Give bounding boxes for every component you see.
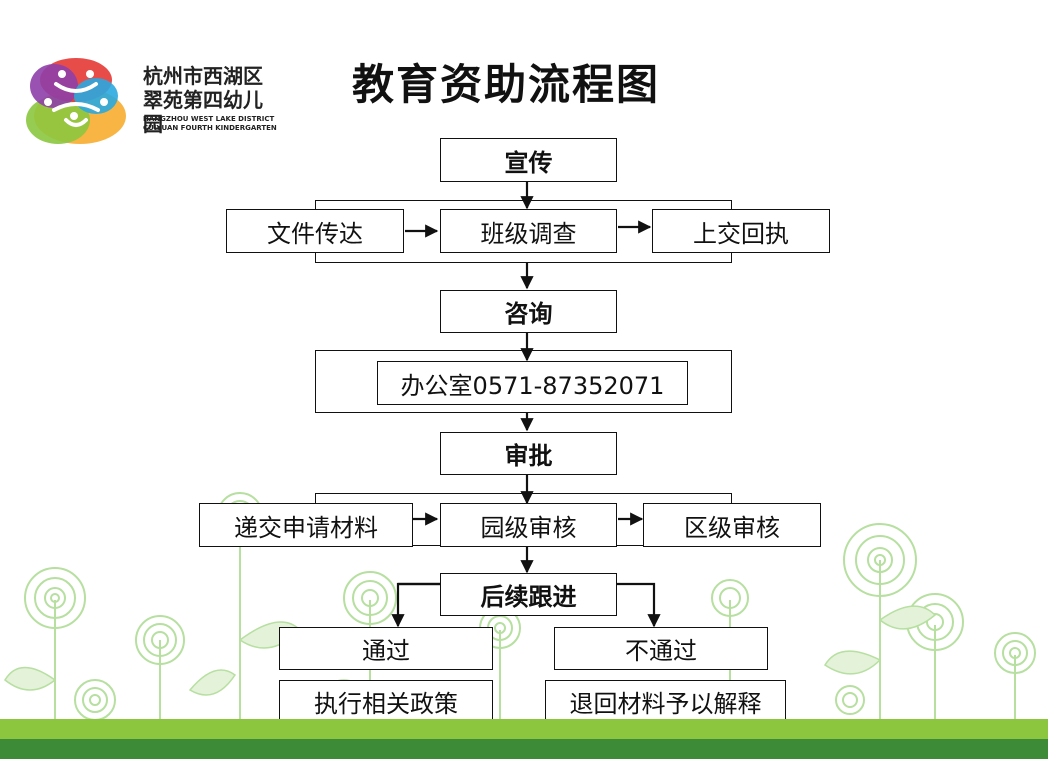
submit-receipt-box: 上交回执: [652, 209, 830, 253]
office-phone-box: 办公室0571-87352071: [377, 361, 688, 405]
fail-box: 不通过: [554, 627, 768, 670]
logo-chinese-name: 杭州市西湖区 翠苑第四幼儿园: [143, 64, 278, 136]
consult-box: 咨询: [440, 290, 617, 333]
pass-box: 通过: [279, 627, 493, 670]
logo-name-line2: 翠苑第四幼儿园: [143, 88, 263, 136]
ground-soil-strip: [0, 739, 1048, 759]
logo-english-name: HANGZHOU WEST LAKE DISTRICT CUIYUAN FOUR…: [143, 115, 293, 133]
district-review-box: 区级审核: [643, 503, 821, 547]
logo-emblem-icon: [26, 58, 126, 144]
approval-box: 审批: [440, 432, 617, 475]
publicity-box: 宣传: [440, 138, 617, 182]
return-materials-box: 退回材料予以解释: [545, 680, 786, 723]
logo-name-line1: 杭州市西湖区: [143, 64, 263, 88]
kindergarten-logo: 杭州市西湖区 翠苑第四幼儿园 HANGZHOU WEST LAKE DISTRI…: [18, 50, 278, 160]
kindergarten-review-box: 园级审核: [440, 503, 617, 547]
document-notice-box: 文件传达: [226, 209, 404, 253]
implement-policy-box: 执行相关政策: [279, 680, 493, 723]
submit-materials-box: 递交申请材料: [199, 503, 413, 547]
logo-en-line2: CUIYUAN FOURTH KINDERGARTEN: [143, 124, 277, 132]
page-title: 教育资助流程图: [352, 60, 661, 109]
ground-grass-strip: [0, 719, 1048, 739]
class-survey-box: 班级调查: [440, 209, 617, 253]
follow-up-box: 后续跟进: [440, 573, 617, 616]
logo-en-line1: HANGZHOU WEST LAKE DISTRICT: [143, 115, 275, 123]
